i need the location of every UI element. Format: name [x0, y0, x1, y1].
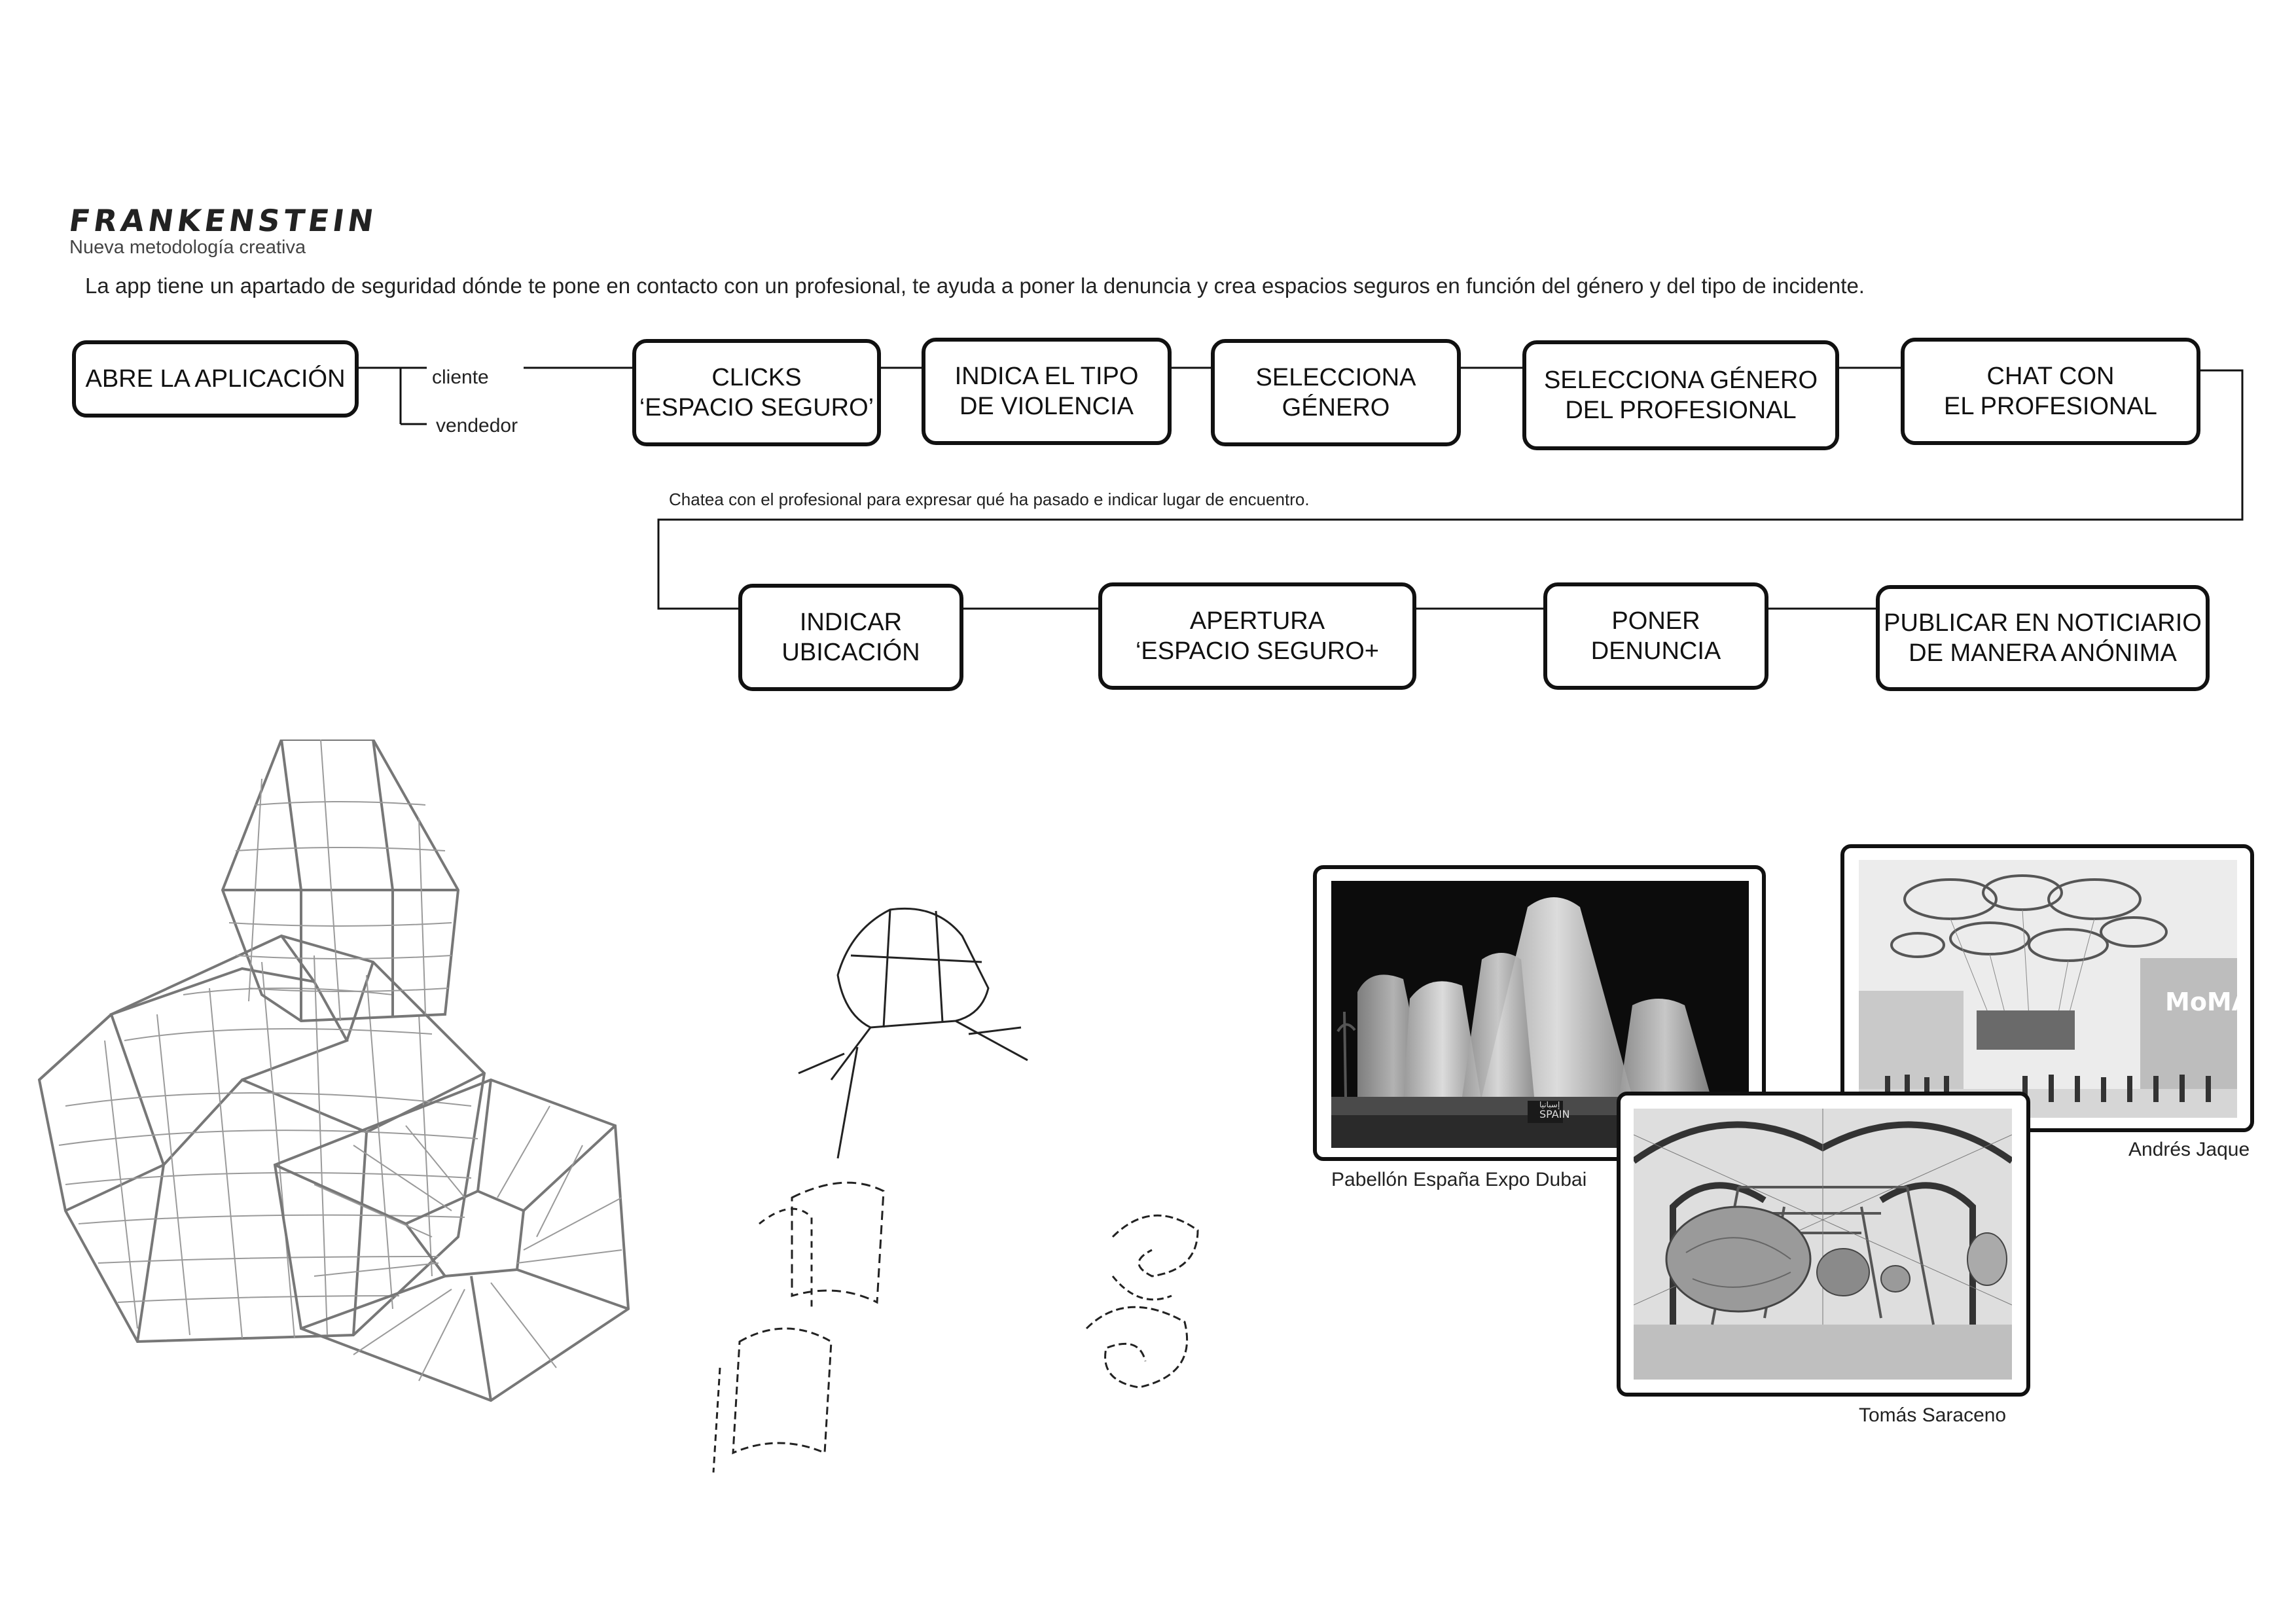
wireframe-pentagon-bottom	[273, 1078, 630, 1402]
subtitle: Nueva metodología creativa	[69, 237, 306, 258]
branch-vendor-label: vendedor	[436, 415, 518, 437]
photo-saraceno	[1634, 1109, 2012, 1380]
branch-client-label: cliente	[432, 366, 489, 388]
pavilion-sign-arabic: إسبانيا	[1539, 1100, 1560, 1109]
flow-step-clicks: CLICKS ‘ESPACIO SEGURO’	[632, 339, 881, 446]
flow-step-label: CLICKS ‘ESPACIO SEGURO’	[639, 364, 874, 421]
flow-step-label: INDICAR UBICACIÓN	[781, 609, 920, 666]
wireframe-dome-left	[37, 934, 486, 1344]
wireframe-sketches	[37, 740, 1199, 1473]
caption-saraceno: Tomás Saraceno	[1859, 1404, 2007, 1426]
start-box: ABRE LA APLICACIÓN	[72, 340, 359, 418]
flow-step-publish: PUBLICAR EN NOTICIARIO DE MANERA ANÓNIMA	[1876, 585, 2210, 691]
flow-step-report: PONER DENUNCIA	[1543, 582, 1768, 690]
flow-step-open-space: APERTURA ‘ESPACIO SEGURO+	[1098, 582, 1416, 690]
flow-step-label: APERTURA ‘ESPACIO SEGURO+	[1135, 607, 1379, 665]
flow-step-location: INDICAR UBICACIÓN	[738, 584, 963, 691]
caption-jaque: Andrés Jaque	[2128, 1139, 2250, 1160]
pavilion-sign: SPAIN	[1539, 1108, 1570, 1120]
connector-note: Chatea con el profesional para expresar …	[669, 490, 1310, 509]
caption-pavilion: Pabellón España Expo Dubai	[1331, 1169, 1587, 1190]
flow-step-label: CHAT CON EL PROFESIONAL	[1944, 363, 2157, 420]
flow-step-label: INDICA EL TIPO DE VIOLENCIA	[954, 363, 1139, 420]
flow-step-label: PUBLICAR EN NOTICIARIO DE MANERA ANÓNIMA	[1884, 609, 2202, 667]
wireframe-cone-top	[221, 740, 460, 1023]
start-box-label: ABRE LA APLICACIÓN	[85, 365, 346, 393]
flow-step-label: SELECCIONA GÉNERO DEL PROFESIONAL	[1543, 366, 1818, 424]
hand-sketches	[712, 907, 1199, 1473]
flow-step-label: SELECCIONA GÉNERO	[1255, 364, 1416, 421]
flow-step-violence-type: INDICA EL TIPO DE VIOLENCIA	[922, 338, 1172, 445]
flow-step-professional-gender: SELECCIONA GÉNERO DEL PROFESIONAL	[1522, 340, 1839, 450]
flow-step-chat: CHAT CON EL PROFESIONAL	[1901, 338, 2200, 445]
intro-text: La app tiene un apartado de seguridad dó…	[85, 274, 1865, 298]
flow-step-label: PONER DENUNCIA	[1590, 607, 1721, 665]
flow-step-select-gender: SELECCIONA GÉNERO	[1211, 339, 1461, 446]
